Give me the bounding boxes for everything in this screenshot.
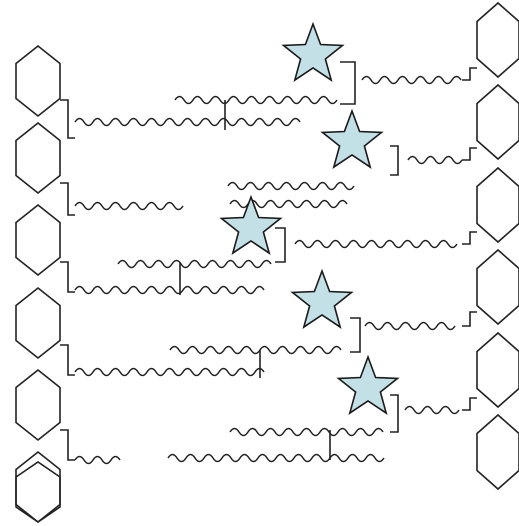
chain-16 bbox=[74, 455, 121, 465]
connector-12 bbox=[390, 145, 399, 176]
connector-1 bbox=[60, 99, 75, 139]
star-icon bbox=[336, 354, 400, 415]
chain-9 bbox=[117, 259, 272, 269]
chain-2 bbox=[174, 95, 338, 105]
chain-1 bbox=[361, 75, 462, 85]
star-icon bbox=[219, 194, 283, 255]
left-hexagon-2 bbox=[15, 121, 61, 195]
connector-3 bbox=[60, 261, 75, 293]
left-hexagon-3 bbox=[15, 203, 61, 277]
right-hexagon-2 bbox=[476, 83, 519, 161]
connector-5 bbox=[60, 429, 75, 461]
right-hexagon-column bbox=[476, 1, 519, 491]
chain-4 bbox=[407, 155, 463, 165]
connector-lines bbox=[60, 61, 477, 461]
chain-14 bbox=[404, 405, 460, 415]
connector-7 bbox=[462, 147, 477, 161]
star-icon bbox=[320, 108, 384, 169]
right-hexagon-5 bbox=[476, 331, 519, 409]
star-icon bbox=[281, 21, 345, 82]
chain-11 bbox=[364, 321, 456, 331]
chain-10 bbox=[74, 285, 265, 295]
chain-8 bbox=[294, 239, 458, 249]
connector-13 bbox=[275, 227, 286, 263]
star-icon bbox=[290, 268, 354, 329]
connector-4 bbox=[60, 344, 75, 376]
chain-6 bbox=[227, 181, 355, 191]
connector-9 bbox=[462, 311, 477, 327]
chain-13 bbox=[74, 367, 265, 377]
connector-14 bbox=[350, 317, 361, 353]
connector-10 bbox=[462, 397, 477, 411]
right-hexagon-3 bbox=[476, 166, 519, 244]
left-hexagon-column bbox=[15, 44, 61, 524]
connector-15 bbox=[390, 394, 399, 433]
left-hexagon-7 bbox=[15, 461, 61, 523]
right-hexagon-1 bbox=[476, 1, 519, 79]
chain-12 bbox=[169, 345, 342, 355]
left-hexagon-1 bbox=[15, 44, 61, 118]
connector-11 bbox=[340, 61, 356, 105]
connector-2 bbox=[60, 182, 75, 216]
chain-3 bbox=[74, 117, 301, 127]
chain-17 bbox=[167, 453, 385, 463]
connector-8 bbox=[462, 231, 477, 245]
right-hexagon-6 bbox=[476, 413, 519, 491]
star-markers bbox=[219, 21, 400, 415]
wavy-chains bbox=[74, 75, 463, 465]
chain-5 bbox=[74, 201, 184, 211]
right-hexagon-4 bbox=[476, 248, 519, 326]
left-hexagon-4 bbox=[15, 286, 61, 360]
connector-6 bbox=[462, 67, 477, 81]
chain-15 bbox=[229, 427, 384, 437]
left-hexagon-5 bbox=[15, 368, 61, 442]
